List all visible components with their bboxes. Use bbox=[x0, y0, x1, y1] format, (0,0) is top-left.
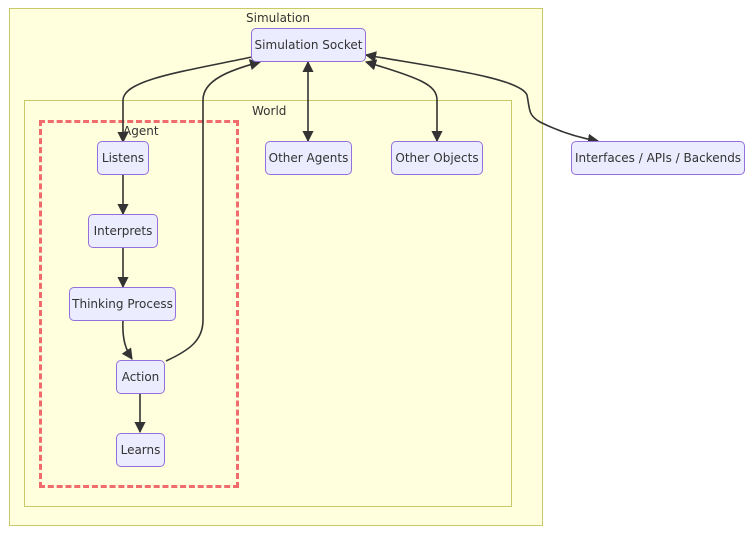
node-thinking-process[interactable]: Thinking Process bbox=[69, 287, 176, 321]
node-other-objects[interactable]: Other Objects bbox=[391, 141, 483, 175]
node-interprets[interactable]: Interprets bbox=[88, 214, 158, 248]
node-interfaces-apis-backends[interactable]: Interfaces / APIs / Backends bbox=[571, 141, 745, 175]
node-learns[interactable]: Learns bbox=[116, 433, 165, 467]
agent-cluster-label: Agent bbox=[123, 124, 159, 138]
node-action[interactable]: Action bbox=[116, 360, 165, 394]
node-other-agents[interactable]: Other Agents bbox=[265, 141, 352, 175]
node-simulation-socket[interactable]: Simulation Socket bbox=[251, 28, 366, 62]
simulation-cluster-label: Simulation bbox=[246, 11, 310, 25]
node-listens[interactable]: Listens bbox=[97, 141, 149, 175]
world-cluster-label: World bbox=[252, 104, 287, 118]
